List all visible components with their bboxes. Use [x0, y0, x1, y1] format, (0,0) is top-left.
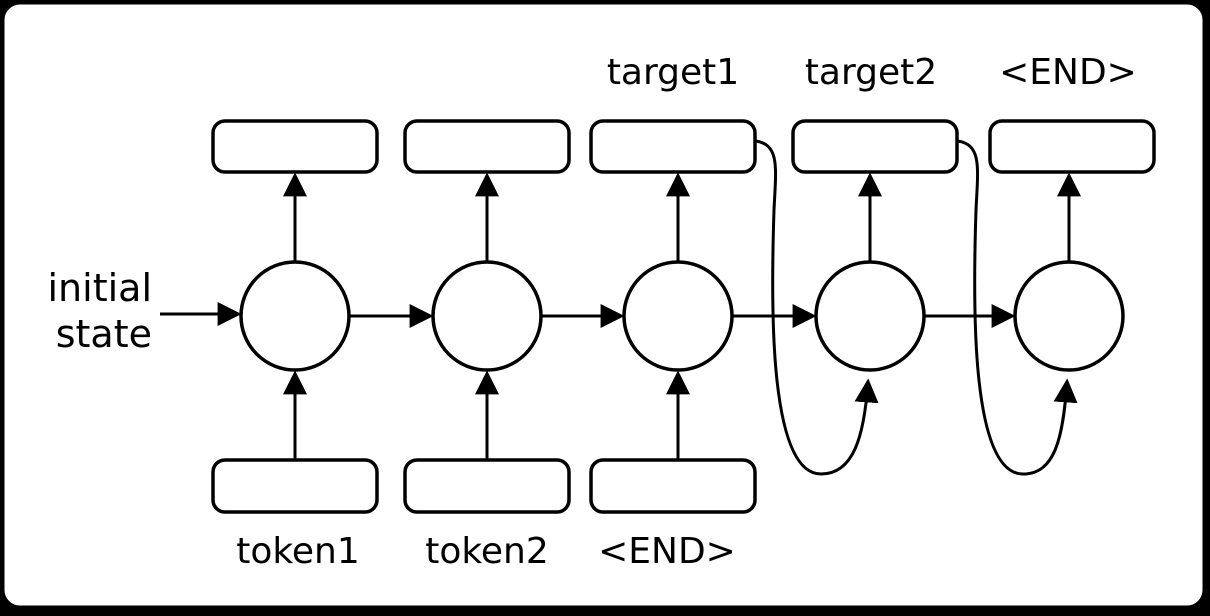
feedback-curve-output3-cell4	[755, 139, 879, 476]
input-box-2	[403, 458, 571, 514]
input-box-1	[211, 458, 379, 514]
feedback-curve-output4-cell5	[957, 139, 1078, 476]
output-label-2: target2	[805, 52, 937, 93]
rnn-cell-2	[431, 260, 543, 372]
rnn-cell-3	[622, 260, 734, 372]
rnn-cell-4	[814, 260, 926, 372]
output-box-2	[403, 119, 571, 174]
input-box-3	[589, 458, 757, 514]
output-box-1	[211, 119, 379, 174]
initial-state-label-line2: state	[56, 312, 152, 356]
input-label-2: token2	[425, 531, 549, 572]
input-label-1: token1	[236, 531, 360, 572]
input-label-3: <END>	[598, 531, 736, 572]
output-label-1: target1	[607, 52, 739, 93]
rnn-cell-5	[1013, 260, 1125, 372]
output-box-5	[988, 119, 1156, 174]
initial-state-label-line1: initial	[48, 266, 153, 310]
output-box-4	[791, 119, 959, 174]
output-label-3: <END>	[999, 52, 1137, 93]
output-box-3	[589, 119, 757, 174]
rnn-cell-1	[239, 260, 351, 372]
